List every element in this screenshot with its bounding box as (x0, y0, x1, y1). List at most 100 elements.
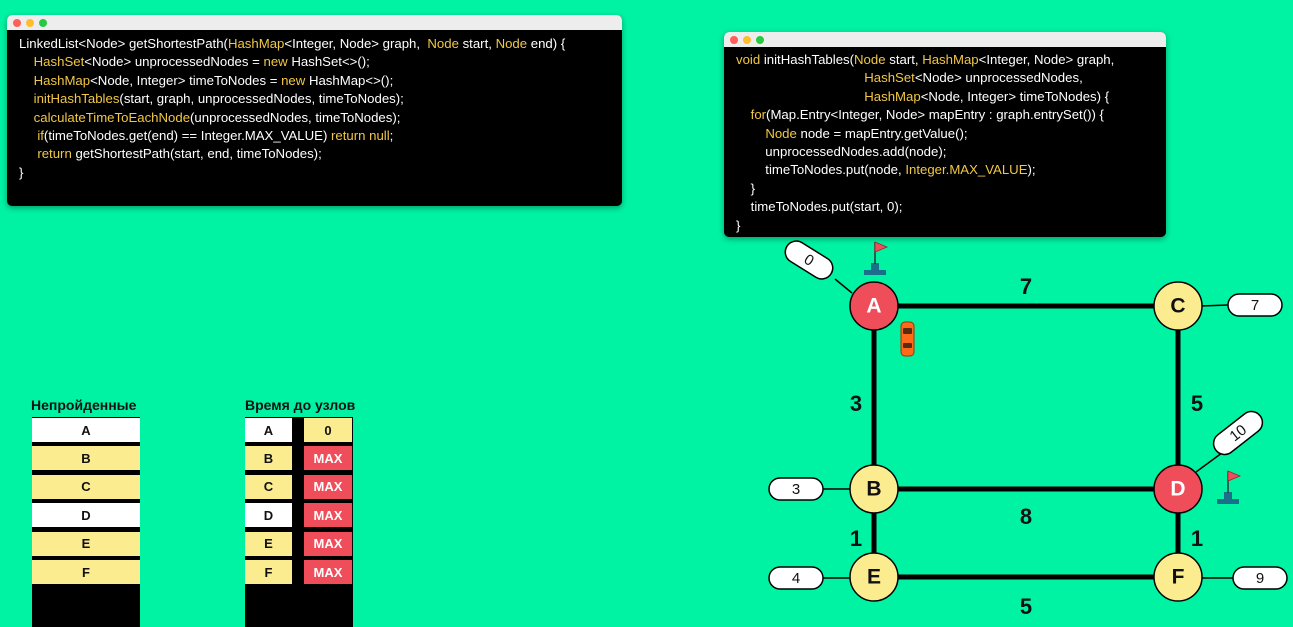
edge-weight-label: 5 (1020, 594, 1032, 619)
node-label: D (1170, 478, 1185, 501)
code-token: (timeToNodes.get(end) == Integer.MAX_VAL… (43, 128, 332, 144)
time-table-value-e: MAX (304, 531, 352, 556)
code-token: HashSet (864, 70, 915, 86)
distance-badge-shape (1212, 410, 1264, 456)
code-line: calculateTimeToEachNode(unprocessedNodes… (19, 109, 610, 127)
code-line: Node node = mapEntry.getValue(); (736, 125, 1154, 143)
code-token: } (736, 217, 741, 233)
car-body (900, 321, 915, 357)
code-token: return (37, 146, 72, 162)
code-token: Node (427, 36, 459, 51)
code-line: } (736, 217, 1154, 235)
code-token: (unprocessedNodes, timeToNodes); (190, 109, 401, 125)
edge-weight-label: 1 (1191, 526, 1203, 551)
edge-weight-label: 7 (1020, 274, 1032, 299)
distance-badge-shape (1232, 566, 1288, 590)
graph-node-c: C (1153, 281, 1203, 331)
code-token: <Integer, Node> graph, (978, 52, 1115, 67)
time-table-title: Время до узлов (245, 397, 356, 413)
code-token: return null (331, 128, 390, 144)
graph-node-e: E (849, 552, 899, 602)
time-table-node-d: D (245, 503, 292, 528)
graph-node-d: D (1153, 464, 1203, 514)
flag-stand (1224, 492, 1232, 500)
time-table-node-e: E (245, 531, 292, 556)
code-token: } (736, 180, 756, 196)
distance-value: 7 (1251, 297, 1259, 314)
code-token: unprocessedNodes.add(node); (736, 144, 947, 160)
code-token: ; (389, 128, 394, 144)
flag-stand (871, 263, 879, 271)
distance-value: 9 (1256, 570, 1264, 587)
code-token: end) { (527, 36, 566, 51)
flag-cloth (874, 241, 889, 253)
distance-badge-shape (1227, 293, 1283, 317)
code-line: timeToNodes.put(start, 0); (736, 198, 1154, 216)
minimize-window-button[interactable] (26, 18, 34, 27)
distance-badge-a: 0 (784, 240, 834, 280)
code-line: void initHashTables(Node start, HashMap<… (736, 51, 1154, 69)
flag-base (864, 270, 886, 275)
maximize-window-button[interactable] (756, 35, 764, 44)
edge-weight-label: 3 (850, 391, 862, 416)
time-table-value-a: 0 (304, 418, 352, 442)
distance-badge-c: 7 (1227, 293, 1283, 317)
close-window-button[interactable] (13, 18, 21, 27)
code-line: for(Map.Entry<Integer, Node> mapEntry : … (736, 106, 1154, 124)
code-line: unprocessedNodes.add(node); (736, 143, 1154, 161)
time-table-value-b: MAX (304, 446, 352, 471)
distance-value: 10 (1226, 422, 1250, 446)
code-line: timeToNodes.put(node, Integer.MAX_VALUE)… (736, 161, 1154, 179)
code-token: void (736, 52, 761, 67)
time-table-node-a: A (245, 418, 292, 442)
code-line: } (19, 164, 610, 182)
code-line: LinkedList<Node> getShortestPath(HashMap… (19, 35, 610, 53)
distance-connector (834, 278, 853, 294)
code-token: HashMap (33, 72, 91, 88)
code-token: ); (1027, 162, 1036, 178)
car-windshield (903, 328, 912, 334)
code-line: } (736, 180, 1154, 198)
maximize-window-button[interactable] (39, 18, 47, 27)
graph-node-a: A (849, 281, 899, 331)
unprocessed-row-c: C (32, 474, 140, 499)
flag-base (1217, 499, 1239, 504)
node-circle (849, 281, 899, 331)
unprocessed-table-title: Непройденные (31, 397, 137, 413)
minimize-window-button[interactable] (743, 35, 751, 44)
code-token: timeToNodes.put(node, (736, 162, 906, 178)
code-line: HashMap<Node, Integer> timeToNodes) { (736, 88, 1154, 106)
end-flag-icon (1217, 470, 1242, 504)
code-line: HashSet<Node> unprocessedNodes, (736, 69, 1154, 87)
car-rear-window (903, 343, 912, 348)
distance-badge-b: 3 (768, 477, 824, 501)
time-table-node-b: B (245, 446, 292, 471)
code-token: start, (885, 52, 923, 67)
code-token: Node (854, 52, 886, 67)
code-token: for (750, 107, 767, 123)
unprocessed-row-e: E (32, 531, 140, 556)
code-block: void initHashTables(Node start, HashMap<… (724, 47, 1166, 237)
code-token: start, (458, 36, 496, 51)
window-titlebar (7, 15, 622, 30)
code-token: Integer.MAX_VALUE (905, 162, 1028, 178)
code-block: LinkedList<Node> getShortestPath(HashMap… (7, 30, 622, 188)
node-circle (1153, 552, 1203, 602)
code-token: HashMap (922, 52, 979, 67)
node-circle (849, 464, 899, 514)
unprocessed-row-a: A (32, 418, 140, 442)
node-label: E (867, 566, 881, 589)
code-window-get-shortest-path: LinkedList<Node> getShortestPath(HashMap… (7, 15, 622, 206)
edge-weight-label: 1 (850, 526, 862, 551)
close-window-button[interactable] (730, 35, 738, 44)
code-token: timeToNodes.put(start, 0); (736, 199, 903, 215)
distance-badge-shape (768, 566, 824, 590)
unprocessed-row-d: D (32, 503, 140, 528)
node-label: B (866, 478, 881, 501)
code-token: Node (495, 36, 528, 51)
time-table-value-f: MAX (304, 560, 352, 584)
edge-weight-label: 5 (1191, 391, 1203, 416)
window-titlebar (724, 32, 1166, 47)
code-token: <Node> unprocessedNodes, (914, 70, 1083, 86)
